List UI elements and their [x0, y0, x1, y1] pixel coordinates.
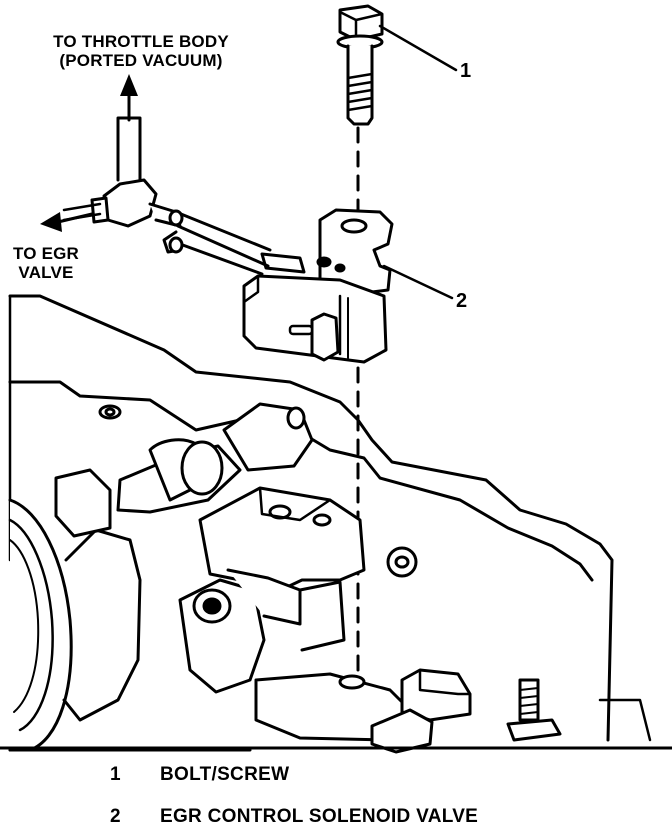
callout-1: 1 — [460, 60, 472, 82]
callout-2-leader — [382, 264, 454, 300]
egr-label-line1: TO EGR — [12, 244, 80, 263]
egr-control-solenoid-valve — [242, 208, 394, 364]
intake-manifold — [8, 294, 652, 754]
legend-number: 1 — [110, 764, 121, 785]
egr-label-line2: VALVE — [18, 263, 74, 282]
legend-text: BOLT/SCREW — [160, 764, 290, 785]
arrow-left-shaft — [56, 212, 94, 224]
arrow-up-icon — [120, 74, 138, 96]
vacuum-hoses — [62, 116, 272, 276]
throttle-body-label: TO THROTTLE BODY (PORTED VACUUM) — [30, 32, 252, 70]
throttle-label-line1: TO THROTTLE BODY — [53, 32, 229, 51]
callout-2: 2 — [456, 290, 468, 312]
egr-valve-label: TO EGR VALVE — [6, 244, 86, 282]
arrow-left-icon — [40, 212, 62, 232]
callout-1-leader — [378, 24, 458, 72]
legend-text: EGR CONTROL SOLENOID VALVE — [160, 806, 479, 827]
bolt-screw — [336, 4, 384, 126]
throttle-label-line2: (PORTED VACUUM) — [59, 51, 223, 70]
legend-number: 2 — [110, 806, 121, 827]
